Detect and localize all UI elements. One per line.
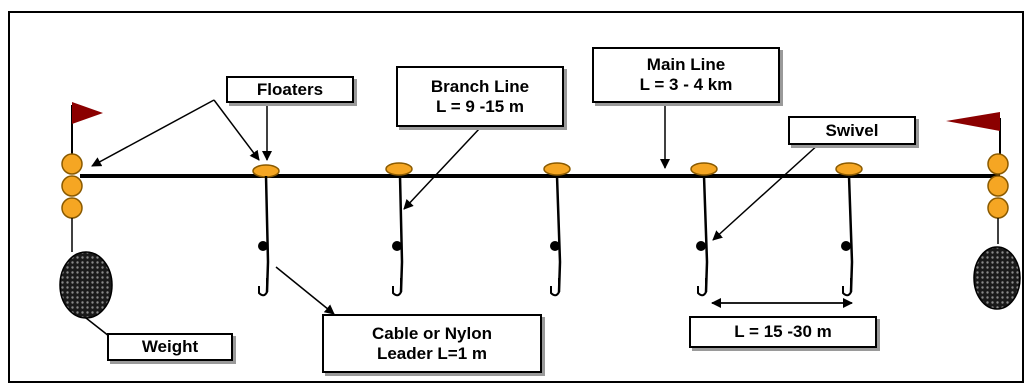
pointer-lines [85,99,853,341]
hook-icon [258,278,268,297]
floater-icon [385,162,413,176]
hook-icon [842,278,852,297]
branch-line [258,175,270,297]
leader-title: Cable or Nylon [372,323,492,343]
floater-icon [690,162,718,176]
flag-icon [946,112,1000,131]
branch-line [841,175,854,297]
floaters-text: Floaters [256,79,324,99]
floater-icon [987,197,1009,219]
weight-label: Weight [107,333,233,361]
floater-icon [987,175,1009,197]
floater-icon [987,153,1009,175]
main-line-title: Main Line [646,55,726,74]
weight-text: Weight [141,337,199,356]
branch-line [550,175,562,297]
branch-line [392,175,404,297]
leader-label: Cable or Nylon Leader L=1 m [322,314,542,373]
branch-line-title: Branch Line [430,76,530,96]
main-line-label: Main Line L = 3 - 4 km [592,47,780,103]
leader-length: Leader L=1 m [376,343,488,363]
swivel-text: Swivel [825,120,879,140]
swivel-icon [550,241,560,251]
branch-line-label: Branch Line L = 9 -15 m [396,66,564,127]
left-buoy [59,102,113,319]
hook-icon [550,278,560,297]
swivel-icon [696,241,706,251]
spacing-text: L = 15 -30 m [734,322,832,341]
floater-icon [61,153,83,175]
weight-icon [973,246,1021,310]
flag-icon [72,102,103,124]
hook-icon [392,278,402,297]
floater-icon [835,162,863,176]
swivel-icon [841,241,851,251]
weight-icon [59,251,113,319]
floater-icon [543,162,571,176]
branch-line-length: L = 9 -15 m [435,96,525,116]
branch-line [696,175,709,297]
swivel-icon [392,241,402,251]
swivel-icon [258,241,268,251]
floater-icon [252,164,280,178]
floaters-label: Floaters [226,76,354,103]
hook-icon [697,278,707,297]
floater-icon [61,197,83,219]
right-buoy [946,112,1021,310]
floater-icon [61,175,83,197]
spacing-label: L = 15 -30 m [689,316,877,348]
main-line-length: L = 3 - 4 km [639,75,733,94]
swivel-label: Swivel [788,116,916,145]
